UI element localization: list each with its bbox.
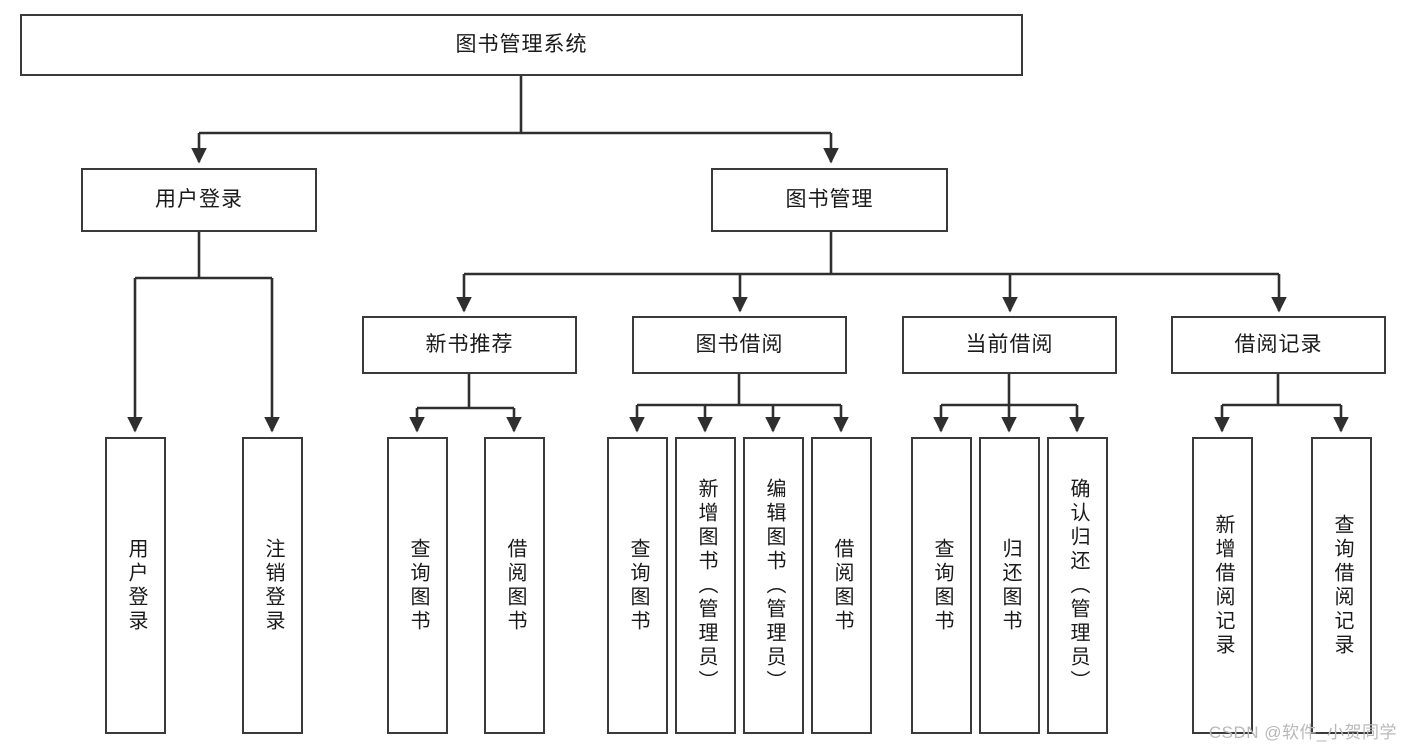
node-label: 用户登录 bbox=[155, 188, 243, 212]
node-label: 借阅图书 bbox=[504, 537, 526, 634]
node-label: 归还图书 bbox=[999, 537, 1021, 634]
node-book-borrow[interactable]: 图书借阅 bbox=[632, 316, 847, 374]
watermark: CSDN @软件_小贺同学 bbox=[1208, 723, 1397, 742]
node-label: 查询图书 bbox=[931, 537, 953, 634]
node-user-login[interactable]: 用户登录 bbox=[81, 168, 317, 232]
node-root-book-management-system[interactable]: 图书管理系统 bbox=[20, 14, 1023, 76]
leaf-current-borrow-query-book[interactable]: 查询图书 bbox=[911, 437, 972, 734]
node-label: 新书推荐 bbox=[425, 333, 514, 357]
node-book-management[interactable]: 图书管理 bbox=[711, 168, 948, 232]
node-label: 编辑图书（管理员） bbox=[763, 477, 785, 694]
node-label: 新增图书（管理员） bbox=[695, 477, 717, 694]
node-label: 借阅记录 bbox=[1234, 333, 1323, 357]
node-current-borrow[interactable]: 当前借阅 bbox=[902, 316, 1117, 374]
node-label: 当前借阅 bbox=[965, 333, 1054, 357]
leaf-book-borrow-query-book[interactable]: 查询图书 bbox=[607, 437, 668, 734]
node-label: 用户登录 bbox=[125, 537, 147, 634]
node-label: 查询图书 bbox=[627, 537, 649, 634]
node-new-book-recommend[interactable]: 新书推荐 bbox=[362, 316, 577, 374]
leaf-book-borrow-borrow-book[interactable]: 借阅图书 bbox=[811, 437, 872, 734]
leaf-user-login-logout[interactable]: 注销登录 bbox=[242, 437, 303, 734]
leaf-borrow-records-query-record[interactable]: 查询借阅记录 bbox=[1311, 437, 1372, 734]
leaf-current-borrow-confirm-return-admin[interactable]: 确认归还（管理员） bbox=[1047, 437, 1108, 734]
leaf-book-borrow-add-book-admin[interactable]: 新增图书（管理员） bbox=[675, 437, 736, 734]
leaf-new-book-borrow-book[interactable]: 借阅图书 bbox=[484, 437, 545, 734]
leaf-book-borrow-edit-book-admin[interactable]: 编辑图书（管理员） bbox=[743, 437, 804, 734]
node-label: 查询图书 bbox=[407, 537, 429, 634]
node-borrow-records[interactable]: 借阅记录 bbox=[1171, 316, 1386, 374]
node-label: 图书管理系统 bbox=[455, 33, 588, 57]
leaf-borrow-records-add-record[interactable]: 新增借阅记录 bbox=[1192, 437, 1253, 734]
node-label: 新增借阅记录 bbox=[1212, 513, 1234, 658]
node-label: 图书管理 bbox=[785, 188, 874, 212]
leaf-new-book-query-book[interactable]: 查询图书 bbox=[387, 437, 448, 734]
node-label: 注销登录 bbox=[262, 537, 284, 634]
node-label: 借阅图书 bbox=[831, 537, 853, 634]
leaf-user-login-login[interactable]: 用户登录 bbox=[105, 437, 166, 734]
node-label: 图书借阅 bbox=[695, 333, 784, 357]
node-label: 确认归还（管理员） bbox=[1067, 477, 1089, 694]
node-label: 查询借阅记录 bbox=[1331, 513, 1353, 658]
leaf-current-borrow-return-book[interactable]: 归还图书 bbox=[979, 437, 1040, 734]
